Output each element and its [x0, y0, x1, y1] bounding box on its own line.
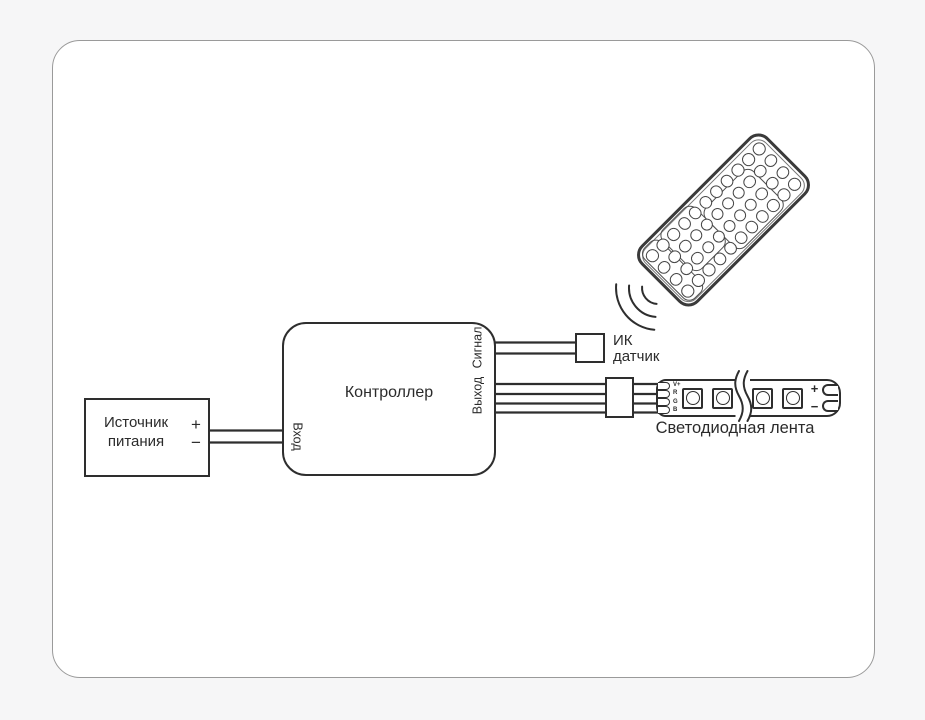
strip-pad — [658, 390, 670, 398]
controller-output-label: Выход — [470, 376, 485, 415]
power-minus-sign: − — [191, 433, 201, 452]
strip-connector-block — [605, 377, 634, 418]
strip-pad — [658, 406, 670, 414]
led-strip-label: Светодиодная лента — [655, 419, 815, 437]
led-modules — [658, 381, 839, 415]
strip-plus-sign: + — [810, 381, 819, 396]
strip-pad — [822, 384, 838, 396]
power-supply-label-line2: питания — [107, 433, 165, 450]
strip-pad-label-r: R — [673, 390, 678, 397]
strip-minus-sign: − — [810, 399, 819, 414]
strip-input-pads — [658, 381, 672, 415]
led-module — [782, 387, 803, 409]
power-supply-label-line1: Источник — [103, 414, 169, 431]
power-plus-sign: + — [191, 415, 201, 434]
strip-pad — [658, 398, 670, 406]
ir-sensor-label-line1: ИК — [613, 332, 633, 349]
led-module — [682, 387, 703, 409]
strip-end-pads — [822, 384, 839, 412]
controller-input-label: Вход — [290, 422, 305, 451]
strip-pad-labels: V+ R G B — [673, 381, 689, 415]
strip-pad — [658, 382, 670, 390]
led-strip-body: V+ R G B + − — [656, 379, 841, 417]
strip-polarity-signs: + − — [809, 382, 820, 414]
controller-label: Контроллер — [344, 384, 434, 401]
strip-pad-label-b: B — [673, 407, 678, 414]
power-supply-box: Источник питания + − — [84, 398, 210, 477]
strip-pad-label-g: G — [673, 398, 678, 405]
controller-signal-label: Сигнал — [470, 326, 485, 369]
ir-sensor-label-line2: датчик — [613, 348, 660, 365]
controller-box: Контроллер Вход Сигнал Выход — [282, 322, 496, 476]
led-module — [712, 387, 733, 409]
strip-pad — [822, 400, 838, 412]
ir-sensor-box — [575, 333, 605, 363]
strip-pad-label-vplus: V+ — [673, 381, 681, 388]
led-module — [752, 387, 773, 409]
power-supply-label: Источник питания — [88, 413, 184, 451]
ir-sensor-label: ИК датчик — [613, 333, 659, 365]
